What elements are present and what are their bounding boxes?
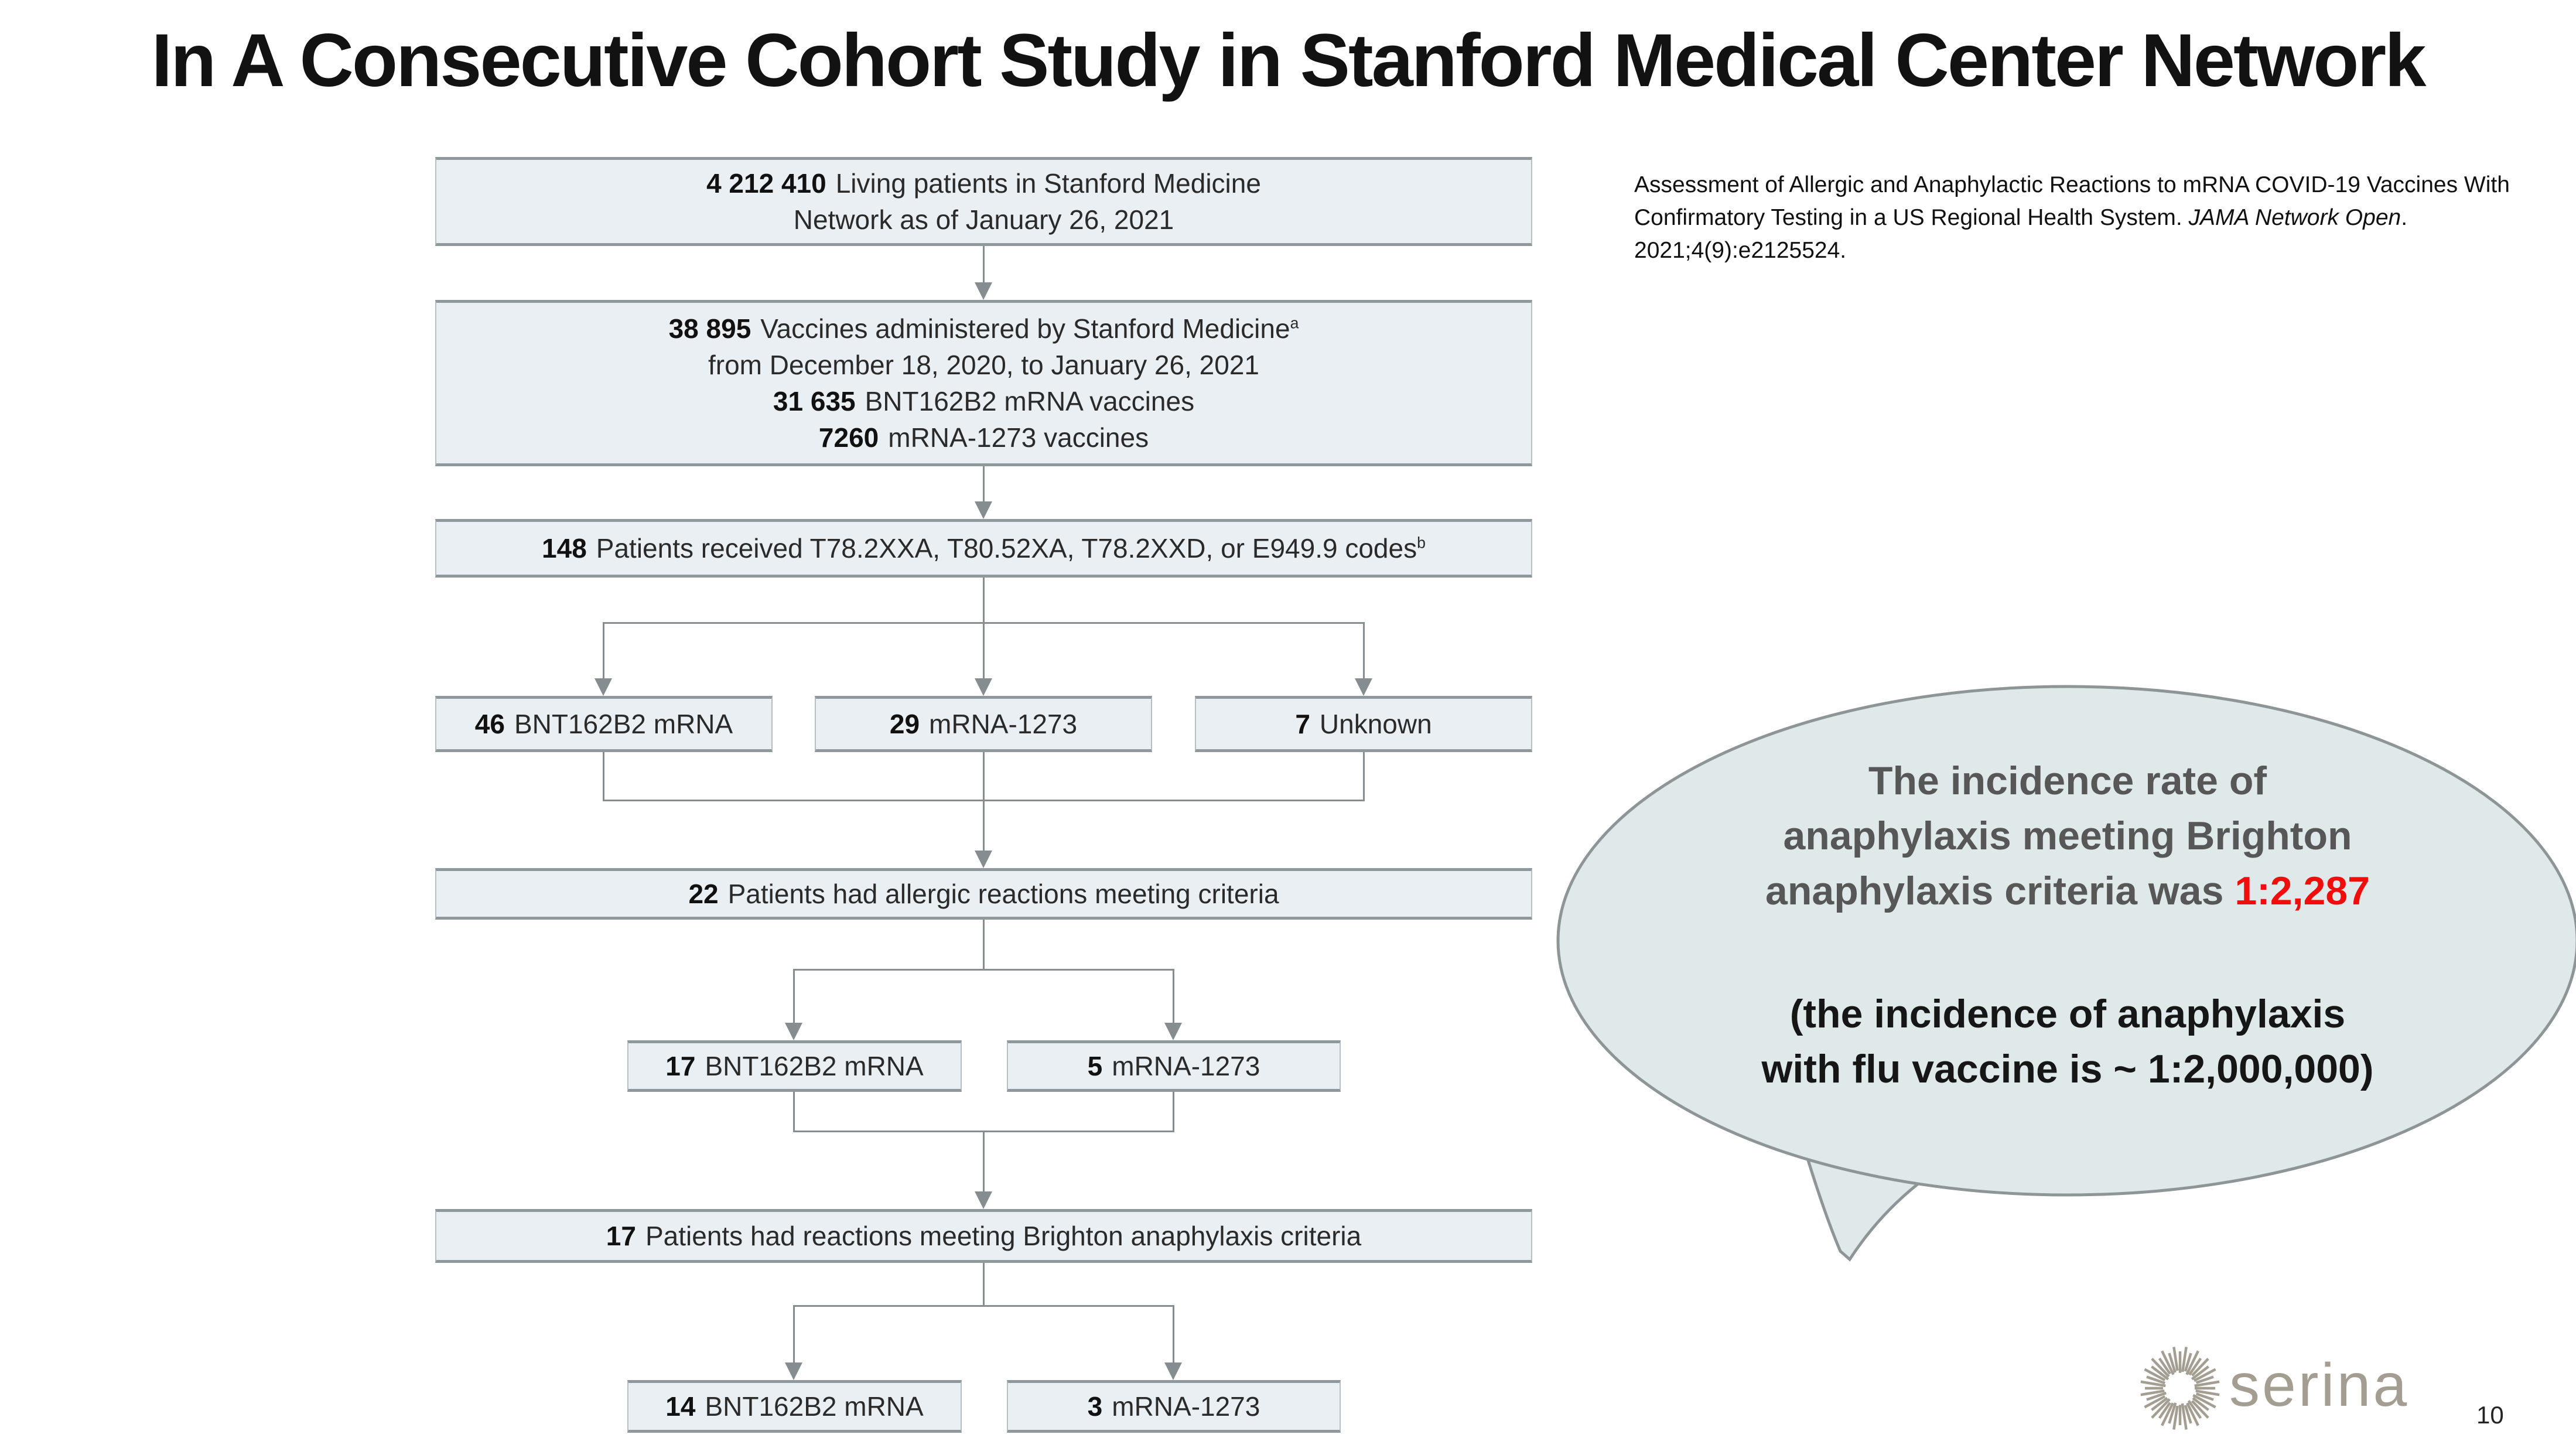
arrow-down-icon (975, 678, 992, 696)
arrow-down-icon (975, 1191, 992, 1209)
citation-journal: JAMA Network Open (2188, 205, 2401, 230)
brand-name: serina (2229, 1351, 2410, 1419)
arrow-down-icon (595, 678, 612, 696)
speech-bubble: The incidence rate of anaphylaxis meetin… (1552, 684, 2576, 1276)
connector-line (983, 752, 985, 801)
connector-line (794, 1305, 1174, 1307)
incidence-rate-value: 1:2,287 (2235, 869, 2370, 913)
arrow-down-icon (975, 282, 992, 300)
arrow-down-icon (975, 501, 992, 519)
bubble-line: (the incidence of anaphylaxis (1789, 992, 2346, 1036)
connector-line (983, 578, 985, 623)
box-text: from December 18, 2020, to January 26, 2… (708, 350, 1259, 380)
connector-line (983, 920, 985, 970)
bubble-line: The incidence rate of (1868, 759, 2267, 803)
page-title: In A Consecutive Cohort Study in Stanfor… (151, 19, 2427, 103)
connector-line (794, 969, 1174, 971)
box-text: Network as of January 26, 2021 (793, 204, 1174, 235)
connector-line (983, 466, 985, 503)
connector-line (983, 246, 985, 284)
bubble-line: anaphylaxis meeting Brighton (1783, 814, 2352, 858)
speech-bubble-shape (1556, 685, 2576, 1262)
connector-line (793, 1305, 795, 1364)
arrow-down-icon (1355, 678, 1372, 696)
arrow-down-icon (1164, 1362, 1182, 1380)
connector-line (1173, 1305, 1174, 1364)
connector-line (603, 622, 604, 678)
citation-suffix: . 2021;4(9):e2125524. (1634, 205, 2408, 263)
citation-text: Assessment of Allergic and Anaphylactic … (1634, 172, 2510, 230)
connector-line (603, 752, 604, 801)
connector-line (793, 1092, 795, 1132)
connector-line (793, 969, 795, 1024)
arrow-down-icon (785, 1362, 802, 1380)
citation: Assessment of Allergic and Anaphylactic … (1634, 169, 2548, 267)
arrow-down-icon (785, 1023, 802, 1040)
arrow-down-icon (1164, 1023, 1182, 1040)
bubble-line: with flu vaccine is ~ 1:2,000,000) (1761, 1047, 2374, 1091)
bubble-text-secondary: (the incidence of anaphylaxis with flu v… (1652, 986, 2483, 1097)
connector-line (983, 1131, 985, 1193)
serina-logo-icon (2139, 1345, 2223, 1433)
connector-line (983, 800, 985, 852)
bubble-line: anaphylaxis criteria was 1:2,287 (1765, 869, 2370, 913)
connector-line (983, 1263, 985, 1306)
connector-line (1173, 969, 1174, 1024)
page-number: 10 (2476, 1401, 2504, 1429)
arrow-down-icon (975, 851, 992, 868)
connector-line (1363, 752, 1365, 801)
connector-line (1363, 622, 1365, 678)
connector-line (983, 622, 985, 678)
connector-line (1173, 1092, 1174, 1132)
bubble-text-primary: The incidence rate of anaphylaxis meetin… (1652, 753, 2483, 918)
